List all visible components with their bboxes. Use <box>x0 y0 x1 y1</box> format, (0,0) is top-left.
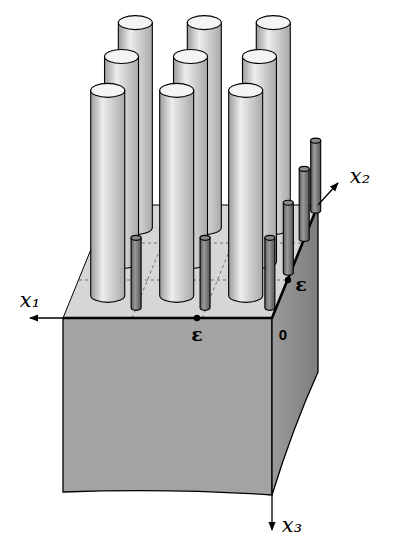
axis-label: x₁ <box>20 290 40 311</box>
cylinder-top <box>174 50 208 64</box>
cylinder-top <box>187 16 221 30</box>
large-cylinder <box>91 83 125 302</box>
cylinder-top <box>283 200 293 205</box>
cylinder-top <box>299 166 309 171</box>
axes <box>30 183 338 530</box>
front-face <box>63 318 272 495</box>
cylinder-body <box>311 141 321 214</box>
cylinder-top <box>160 83 194 97</box>
small-cylinder <box>299 166 309 241</box>
grid-dot <box>194 315 200 321</box>
cylinder-top <box>256 16 290 30</box>
large-cylinder <box>160 83 194 302</box>
cylinder-body <box>265 238 275 310</box>
cylinder-body <box>131 238 141 310</box>
cylinder-top <box>242 50 276 64</box>
period-label: ε <box>191 325 203 344</box>
origin-label: 0 <box>279 327 287 342</box>
large-cylinder <box>229 83 263 302</box>
cylinder-body <box>160 90 194 302</box>
cylinder-top <box>105 50 139 64</box>
small-cylinder <box>311 138 321 213</box>
axis-label: x₂ <box>350 166 370 187</box>
axis-arrow <box>30 317 63 318</box>
cylinder-body <box>200 238 210 310</box>
axis-label: x₃ <box>282 515 302 536</box>
cylinder-body <box>91 90 125 302</box>
axis-arrow <box>271 495 272 530</box>
grid-dot <box>285 277 291 283</box>
cylinder-body <box>299 169 309 242</box>
small-cylinder <box>131 235 141 310</box>
cylinder-top <box>131 235 141 240</box>
cylinder-body <box>283 203 293 275</box>
cylinder-top <box>311 138 321 143</box>
axis-arrow <box>318 183 338 205</box>
cylinder-top <box>229 83 263 97</box>
cylinder-top <box>200 235 210 240</box>
cylinder-body <box>229 90 263 302</box>
cylinder-top <box>91 83 125 97</box>
small-cylinder <box>265 235 275 310</box>
small-cylinder <box>200 235 210 310</box>
cylinder-top <box>265 235 275 240</box>
cylinder-top <box>118 16 152 30</box>
small-cylinder <box>283 200 293 275</box>
period-label: ε <box>295 275 307 294</box>
